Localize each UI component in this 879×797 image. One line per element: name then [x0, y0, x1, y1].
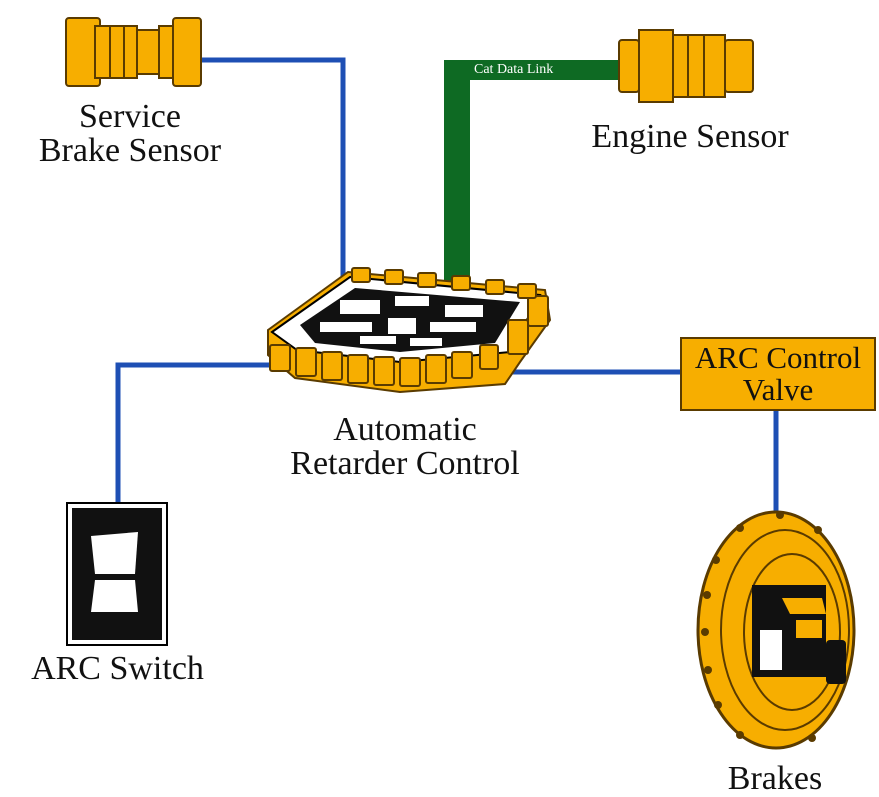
service-brake-sensor-line1: Service — [79, 98, 181, 135]
engine-sensor-icon — [618, 29, 754, 103]
service-brake-sensor-line2: Brake Sensor — [38, 132, 222, 169]
brake-disc-icon — [696, 510, 856, 750]
rocker-switch-icon — [66, 502, 168, 646]
engine-sensor-label: Engine Sensor — [591, 118, 789, 155]
controller-line1: Automatic — [333, 411, 477, 448]
cat-data-link-cable — [444, 60, 640, 285]
service-brake-sensor-label: Service Brake Sensor — [20, 100, 240, 168]
cat-data-link-label: Cat Data Link — [474, 62, 554, 77]
wire-service-brake-sensor — [198, 57, 346, 282]
arc-control-valve-line1: ARC Control — [694, 340, 862, 375]
arc-control-valve: ARC Control Valve — [680, 337, 876, 411]
circuit-board-icon — [267, 267, 552, 394]
service-brake-sensor-icon — [65, 17, 202, 87]
arc-control-valve-line2: Valve — [742, 372, 814, 407]
brakes-label: Brakes — [727, 760, 823, 797]
wire-arc-switch — [115, 362, 272, 505]
arc-switch-label: ARC Switch — [31, 650, 204, 687]
automatic-retarder-control-label: Automatic Retarder Control — [255, 413, 555, 481]
controller-line2: Retarder Control — [290, 445, 520, 482]
